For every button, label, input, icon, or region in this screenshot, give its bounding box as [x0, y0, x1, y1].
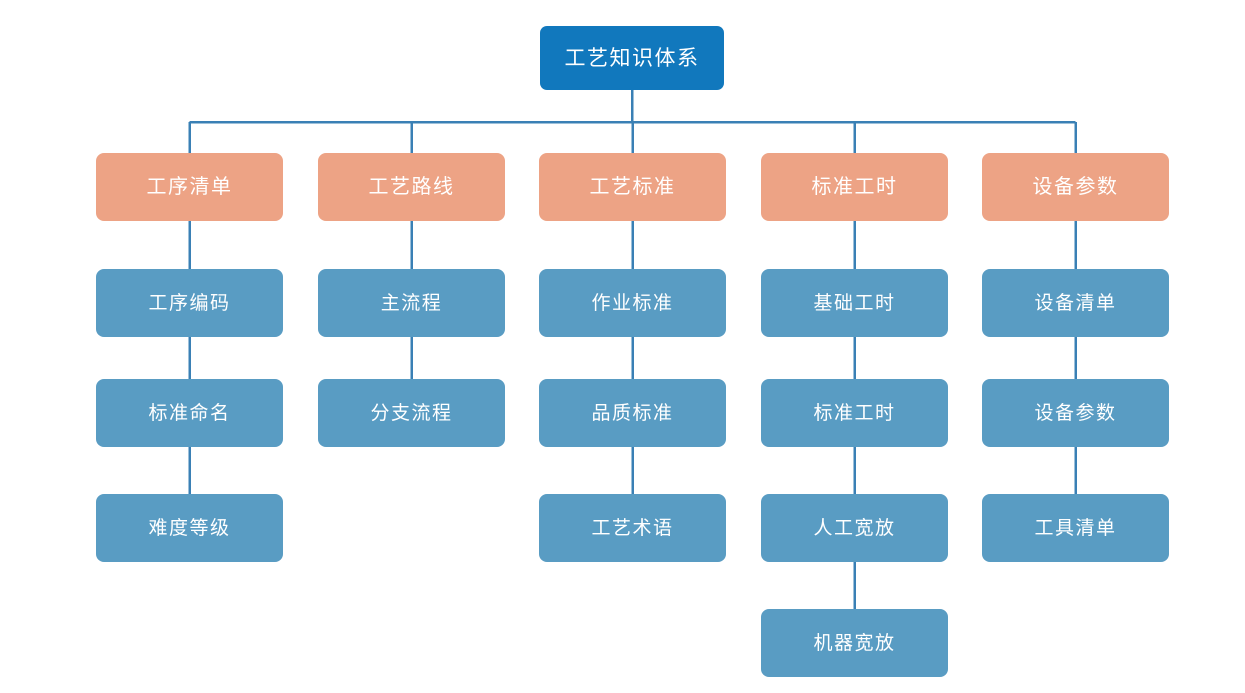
leaf-node-1-0-label: 主流程 [380, 292, 443, 314]
leaf-node-2-0[interactable]: 作业标准 [539, 269, 726, 337]
category-node-4[interactable]: 设备参数 [982, 153, 1169, 221]
leaf-node-4-1[interactable]: 设备参数 [982, 379, 1169, 447]
root-node-label: 工艺知识体系 [564, 46, 700, 70]
leaf-node-3-0[interactable]: 基础工时 [761, 269, 948, 337]
leaf-node-3-1-label: 标准工时 [813, 402, 896, 424]
leaf-node-3-2-label: 人工宽放 [813, 517, 896, 539]
leaf-node-3-3-label: 机器宽放 [813, 632, 896, 654]
leaf-node-0-0[interactable]: 工序编码 [96, 269, 283, 337]
leaf-node-0-0-label: 工序编码 [148, 292, 231, 314]
leaf-node-2-2[interactable]: 工艺术语 [539, 494, 726, 562]
leaf-node-3-0-label: 基础工时 [813, 292, 896, 314]
leaf-node-4-2-label: 工具清单 [1034, 517, 1117, 539]
category-node-3-label: 标准工时 [811, 176, 898, 198]
leaf-node-0-2-label: 难度等级 [148, 517, 231, 539]
leaf-node-1-1[interactable]: 分支流程 [318, 379, 505, 447]
category-node-1-label: 工艺路线 [368, 176, 455, 198]
category-node-3[interactable]: 标准工时 [761, 153, 948, 221]
leaf-node-0-1-label: 标准命名 [148, 402, 231, 424]
leaf-node-1-1-label: 分支流程 [370, 402, 453, 424]
category-node-2[interactable]: 工艺标准 [539, 153, 726, 221]
category-node-2-label: 工艺标准 [589, 176, 676, 198]
category-node-0[interactable]: 工序清单 [96, 153, 283, 221]
leaf-node-4-1-label: 设备参数 [1034, 402, 1117, 424]
leaf-node-3-2[interactable]: 人工宽放 [761, 494, 948, 562]
leaf-node-2-0-label: 作业标准 [591, 292, 674, 314]
category-node-1[interactable]: 工艺路线 [318, 153, 505, 221]
leaf-node-0-1[interactable]: 标准命名 [96, 379, 283, 447]
category-node-4-label: 设备参数 [1032, 176, 1119, 198]
leaf-node-4-2[interactable]: 工具清单 [982, 494, 1169, 562]
leaf-node-3-1[interactable]: 标准工时 [761, 379, 948, 447]
leaf-node-0-2[interactable]: 难度等级 [96, 494, 283, 562]
category-node-0-label: 工序清单 [146, 176, 233, 198]
leaf-node-2-1[interactable]: 品质标准 [539, 379, 726, 447]
leaf-node-4-0-label: 设备清单 [1034, 292, 1117, 314]
leaf-node-4-0[interactable]: 设备清单 [982, 269, 1169, 337]
leaf-node-1-0[interactable]: 主流程 [318, 269, 505, 337]
root-node[interactable]: 工艺知识体系 [540, 26, 724, 90]
leaf-node-2-1-label: 品质标准 [591, 402, 674, 424]
leaf-node-2-2-label: 工艺术语 [591, 517, 674, 539]
leaf-node-3-3[interactable]: 机器宽放 [761, 609, 948, 677]
